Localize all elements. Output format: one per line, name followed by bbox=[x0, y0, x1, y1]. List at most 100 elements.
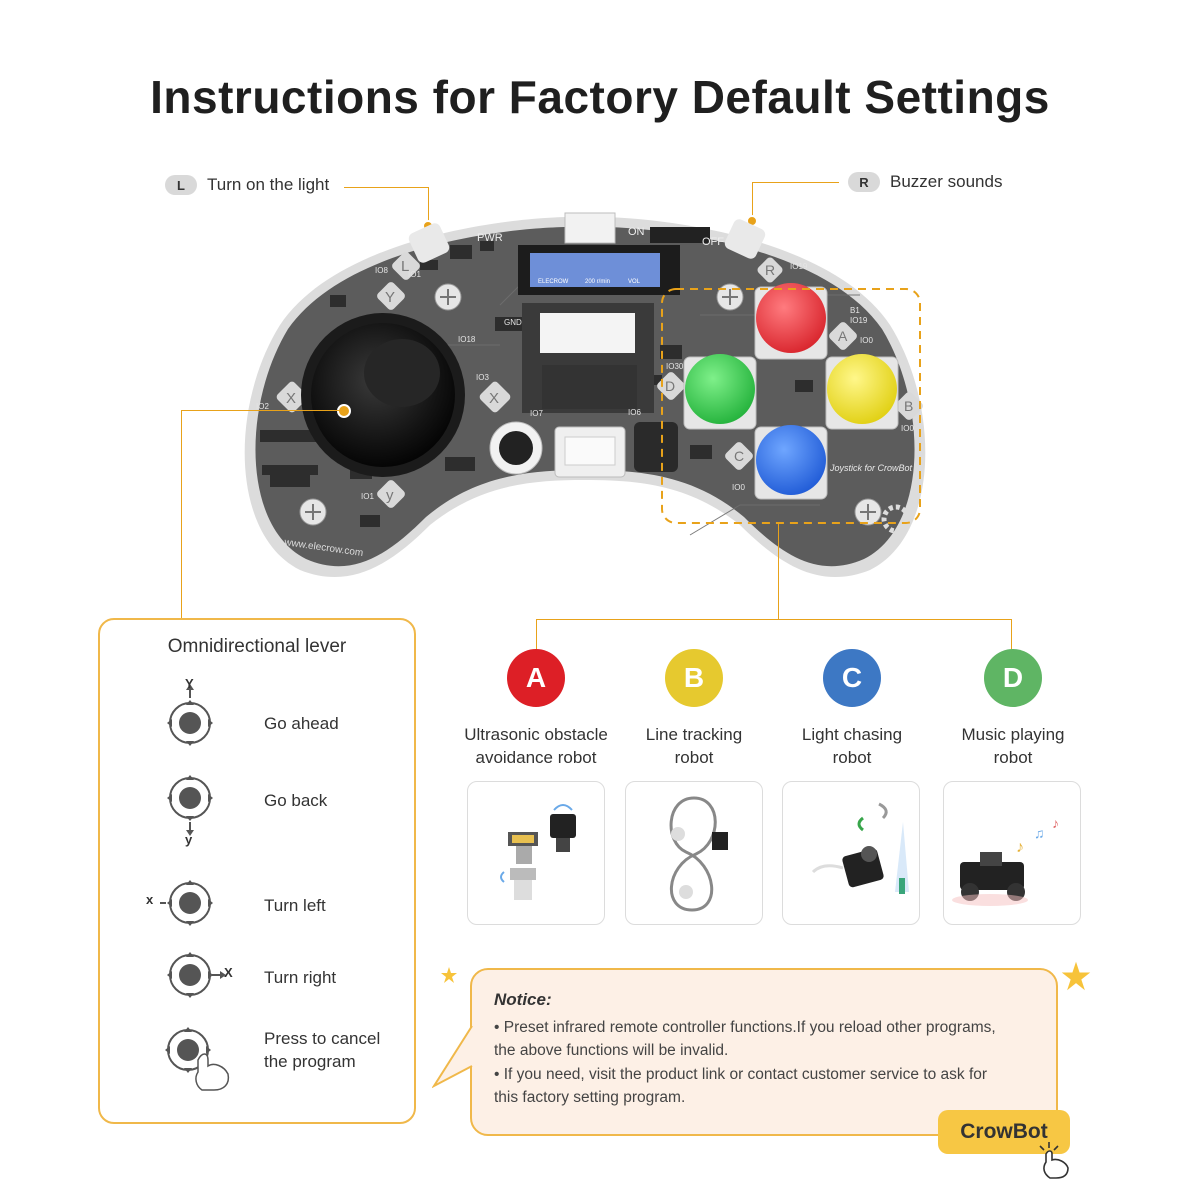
mode-d-thumbnail: ♪ ♫ ♪ bbox=[943, 781, 1081, 925]
svg-text:IO0: IO0 bbox=[732, 483, 745, 492]
oled-speed: 200 r/min bbox=[585, 279, 610, 285]
go-back-icon bbox=[167, 775, 213, 836]
turn-right-axis: X bbox=[224, 965, 233, 980]
notice-line-2: the above functions will be invalid. bbox=[494, 1042, 729, 1059]
l-shoulder-button[interactable] bbox=[407, 221, 451, 264]
svg-text:IO0: IO0 bbox=[901, 424, 914, 433]
go-back-axis: y bbox=[185, 832, 193, 847]
turn-left-icon bbox=[160, 880, 213, 926]
svg-text:IO3: IO3 bbox=[476, 373, 489, 382]
music-playing-image: ♪ ♫ ♪ bbox=[952, 815, 1059, 906]
left-key-labels: L Y X X y bbox=[286, 258, 499, 504]
svg-text:IO0: IO0 bbox=[860, 336, 873, 345]
mode-c-thumbnail bbox=[782, 781, 920, 925]
power-switch[interactable] bbox=[650, 227, 710, 243]
board-model-text: Joystick for CrowBot bbox=[829, 463, 913, 473]
svg-text:IO30: IO30 bbox=[666, 362, 684, 371]
lever-leader bbox=[181, 410, 344, 619]
svg-text:IO8: IO8 bbox=[375, 266, 388, 275]
notice-line-3: • If you need, visit the product link or… bbox=[494, 1066, 988, 1083]
right-shoulder-leader bbox=[752, 182, 839, 221]
module-window bbox=[540, 313, 635, 353]
module-chip bbox=[542, 365, 637, 409]
svg-text:y: y bbox=[386, 487, 394, 504]
right-keypads bbox=[657, 257, 923, 470]
button-c-blue[interactable] bbox=[756, 425, 826, 495]
ir-sensor bbox=[634, 422, 678, 472]
r-key-badge: R bbox=[848, 172, 880, 192]
page-title: Instructions for Factory Default Setting… bbox=[150, 71, 1050, 123]
svg-text:D: D bbox=[665, 378, 675, 394]
svg-text:IO18: IO18 bbox=[458, 335, 476, 344]
modes-leader-vertical bbox=[778, 524, 779, 620]
usb-port bbox=[564, 212, 616, 244]
svg-text:♫: ♫ bbox=[1034, 825, 1045, 841]
mode-b-thumbnail bbox=[625, 781, 763, 925]
buzzer-center bbox=[499, 431, 533, 465]
small-star-icon bbox=[441, 967, 457, 983]
press-cancel-label: Press to cancel the program bbox=[264, 1029, 381, 1071]
hand-press-icon bbox=[195, 1053, 230, 1091]
line-tracking-image bbox=[669, 796, 728, 912]
turn-right-label: Turn right bbox=[264, 968, 337, 987]
oled-screen bbox=[530, 253, 660, 287]
svg-text:A: A bbox=[838, 328, 848, 344]
r-shoulder-button[interactable] bbox=[723, 217, 767, 260]
mode-c-badge: C bbox=[823, 649, 881, 707]
left-shoulder-label: L Turn on the light bbox=[165, 175, 329, 195]
svg-text:♪: ♪ bbox=[1052, 815, 1059, 831]
left-shoulder-leader bbox=[344, 187, 429, 226]
svg-text:IO1: IO1 bbox=[408, 270, 421, 279]
svg-text:IO19: IO19 bbox=[790, 262, 808, 271]
left-shoulder-text: Turn on the light bbox=[207, 175, 330, 194]
light-chasing-image bbox=[811, 802, 909, 894]
svg-text:♪: ♪ bbox=[1016, 839, 1024, 856]
svg-text:IO19: IO19 bbox=[850, 316, 868, 325]
l-key-badge: L bbox=[165, 175, 197, 195]
button-d-green[interactable] bbox=[685, 354, 755, 424]
modes-leader-bracket bbox=[536, 619, 1012, 650]
notice-title: Notice: bbox=[494, 990, 552, 1009]
right-key-labels: R A B C D bbox=[665, 262, 913, 464]
go-ahead-label: Go ahead bbox=[264, 714, 339, 733]
button-b-yellow[interactable] bbox=[827, 354, 897, 424]
off-label: OFF bbox=[702, 236, 724, 248]
svg-text:B: B bbox=[904, 398, 913, 414]
turn-left-axis: x bbox=[146, 892, 154, 907]
notice-box: Notice: • Preset infrared remote control… bbox=[470, 968, 1058, 1136]
right-shoulder-label: R Buzzer sounds bbox=[848, 172, 1002, 192]
stick-marker-dot bbox=[337, 404, 351, 418]
lever-title: Omnidirectional lever bbox=[167, 636, 347, 657]
svg-text:IO6: IO6 bbox=[628, 408, 641, 417]
oled-vol: VOL bbox=[628, 279, 641, 285]
large-star-icon bbox=[1061, 961, 1091, 991]
buttons-highlight-box bbox=[661, 288, 921, 524]
svg-text:B1: B1 bbox=[850, 306, 860, 315]
connector-socket bbox=[564, 436, 616, 466]
svg-text:L: L bbox=[401, 258, 409, 275]
gear-icon bbox=[881, 504, 911, 534]
mode-b-badge: B bbox=[665, 649, 723, 707]
button-a-red[interactable] bbox=[756, 283, 826, 353]
mode-a-badge: A bbox=[507, 649, 565, 707]
crowbot-badge[interactable]: CrowBot bbox=[938, 1110, 1070, 1154]
svg-text:IO1: IO1 bbox=[361, 492, 374, 501]
oled-brand: ELECROW bbox=[538, 279, 569, 285]
ultrasonic-robot-image bbox=[500, 804, 576, 900]
notice-line-4: this factory setting program. bbox=[494, 1089, 686, 1106]
joystick-controller-board: ON OFF PWR ELECROW 200 r/min VOL L Y X X… bbox=[244, 212, 926, 578]
svg-text:IO2: IO2 bbox=[256, 402, 269, 411]
turn-right-icon bbox=[167, 952, 226, 998]
mode-a-thumbnail bbox=[467, 781, 605, 925]
go-ahead-axis: Y bbox=[185, 676, 194, 691]
screws bbox=[299, 283, 882, 526]
joystick-cap bbox=[364, 339, 440, 407]
svg-text:X: X bbox=[286, 390, 296, 407]
right-shoulder-text: Buzzer sounds bbox=[890, 172, 1003, 191]
turn-left-label: Turn left bbox=[264, 896, 326, 915]
left-keypads bbox=[276, 252, 511, 508]
